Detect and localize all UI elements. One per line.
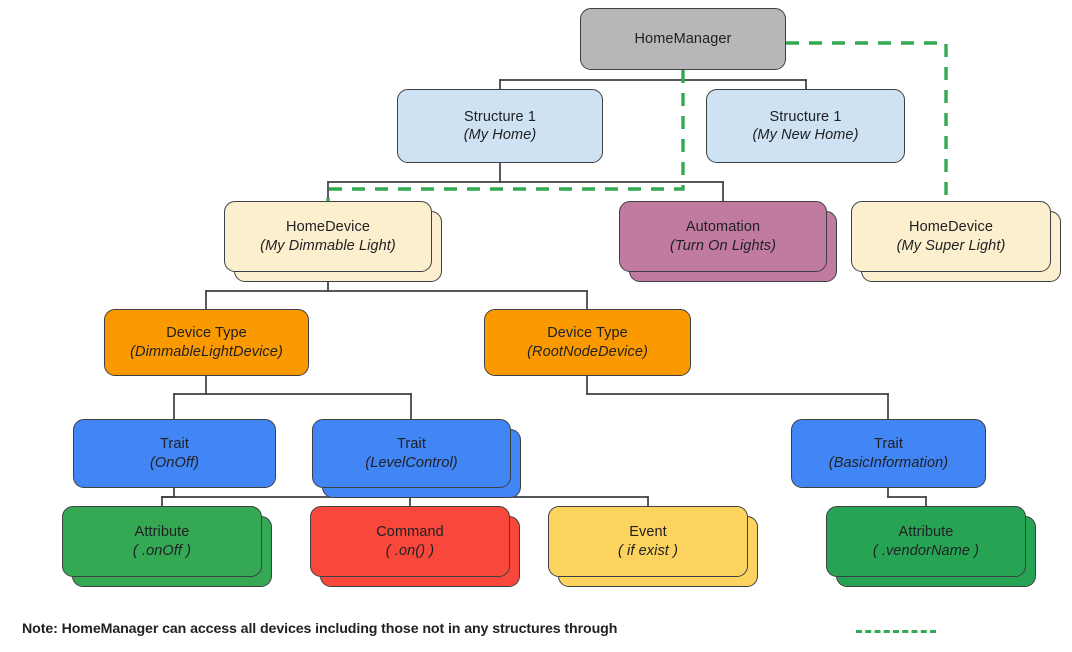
node-sublabel: (RootNodeDevice)	[527, 343, 648, 360]
node-homedevice-dimmable[interactable]: HomeDevice (My Dimmable Light)	[224, 201, 432, 272]
node-trait-levelcontrol[interactable]: Trait (LevelControl)	[312, 419, 511, 488]
node-sublabel: (Turn On Lights)	[669, 237, 777, 254]
node-sublabel: (BasicInformation)	[828, 454, 949, 471]
node-event-if-exist[interactable]: Event ( if exist )	[548, 506, 748, 577]
node-command-on[interactable]: Command ( .on() )	[310, 506, 510, 577]
node-label: HomeDevice	[286, 219, 370, 236]
node-homedevice-super[interactable]: HomeDevice (My Super Light)	[851, 201, 1051, 272]
node-sublabel: ( .onOff )	[132, 542, 192, 559]
node-sublabel: ( .on() )	[385, 542, 435, 559]
node-automation-turn-on-lights[interactable]: Automation (Turn On Lights)	[619, 201, 827, 272]
node-home-manager[interactable]: HomeManager	[580, 8, 786, 70]
node-sublabel: ( .vendorName )	[872, 542, 980, 559]
node-trait-basicinformation[interactable]: Trait (BasicInformation)	[791, 419, 986, 488]
node-sublabel: (My Home)	[463, 127, 537, 143]
node-label: Trait	[874, 436, 903, 453]
node-label: Structure 1	[463, 108, 537, 125]
node-sublabel: (My Dimmable Light)	[260, 237, 396, 254]
node-devicetype-rootnode[interactable]: Device Type (RootNodeDevice)	[484, 309, 691, 376]
node-attribute-onoff[interactable]: Attribute ( .onOff )	[62, 506, 262, 577]
node-label: Structure 1	[769, 108, 842, 125]
node-label: HomeDevice	[909, 219, 993, 236]
node-label: Attribute	[898, 524, 954, 541]
node-sublabel: (DimmableLightDevice)	[130, 343, 283, 360]
node-devicetype-dimmable[interactable]: Device Type (DimmableLightDevice)	[104, 309, 309, 376]
node-label: Automation	[685, 219, 761, 236]
node-sublabel: (My New Home)	[752, 127, 859, 143]
node-sublabel: (LevelControl)	[365, 454, 458, 471]
node-label: Event	[629, 524, 667, 541]
node-structure-my-home[interactable]: Structure 1 (My Home)	[397, 89, 603, 163]
node-label: HomeManager	[634, 30, 732, 47]
node-label: Trait	[397, 436, 426, 453]
footer-note-text: Note: HomeManager can access all devices…	[22, 621, 618, 637]
node-label: Device Type	[547, 325, 628, 342]
node-sublabel: ( if exist )	[617, 542, 678, 559]
node-label: Attribute	[134, 524, 190, 541]
node-trait-onoff[interactable]: Trait (OnOff)	[73, 419, 276, 488]
node-sublabel: (OnOff)	[149, 454, 200, 471]
node-label: Command	[376, 524, 444, 541]
node-sublabel: (My Super Light)	[896, 237, 1006, 254]
node-attribute-vendorname[interactable]: Attribute ( .vendorName )	[826, 506, 1026, 577]
node-label: Trait	[160, 436, 189, 453]
node-label: Device Type	[166, 325, 247, 342]
node-structure-my-new-home[interactable]: Structure 1 (My New Home)	[706, 89, 905, 163]
footer-note-dash-legend	[856, 630, 936, 633]
